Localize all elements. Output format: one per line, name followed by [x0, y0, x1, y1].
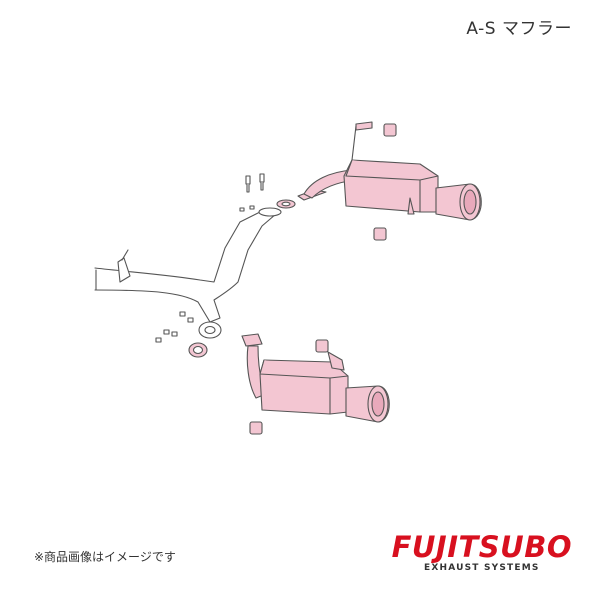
upper-muffler [297, 121, 482, 221]
bolt-icon [155, 173, 265, 343]
brand-name: FUJITSUBO [391, 530, 572, 564]
gasket-icon [188, 199, 296, 358]
brand-logo: FUJITSUBO EXHAUST SYSTEMS [392, 532, 572, 573]
rubber-mount-icon [249, 339, 329, 435]
rubber-mount-icon [373, 123, 397, 241]
page-title: A-S マフラー [466, 19, 572, 39]
image-disclaimer: ※商品画像はイメージです [34, 550, 176, 564]
brand-tagline: EXHAUST SYSTEMS [424, 563, 540, 573]
front-pipe [94, 207, 282, 339]
lower-muffler [241, 333, 390, 423]
